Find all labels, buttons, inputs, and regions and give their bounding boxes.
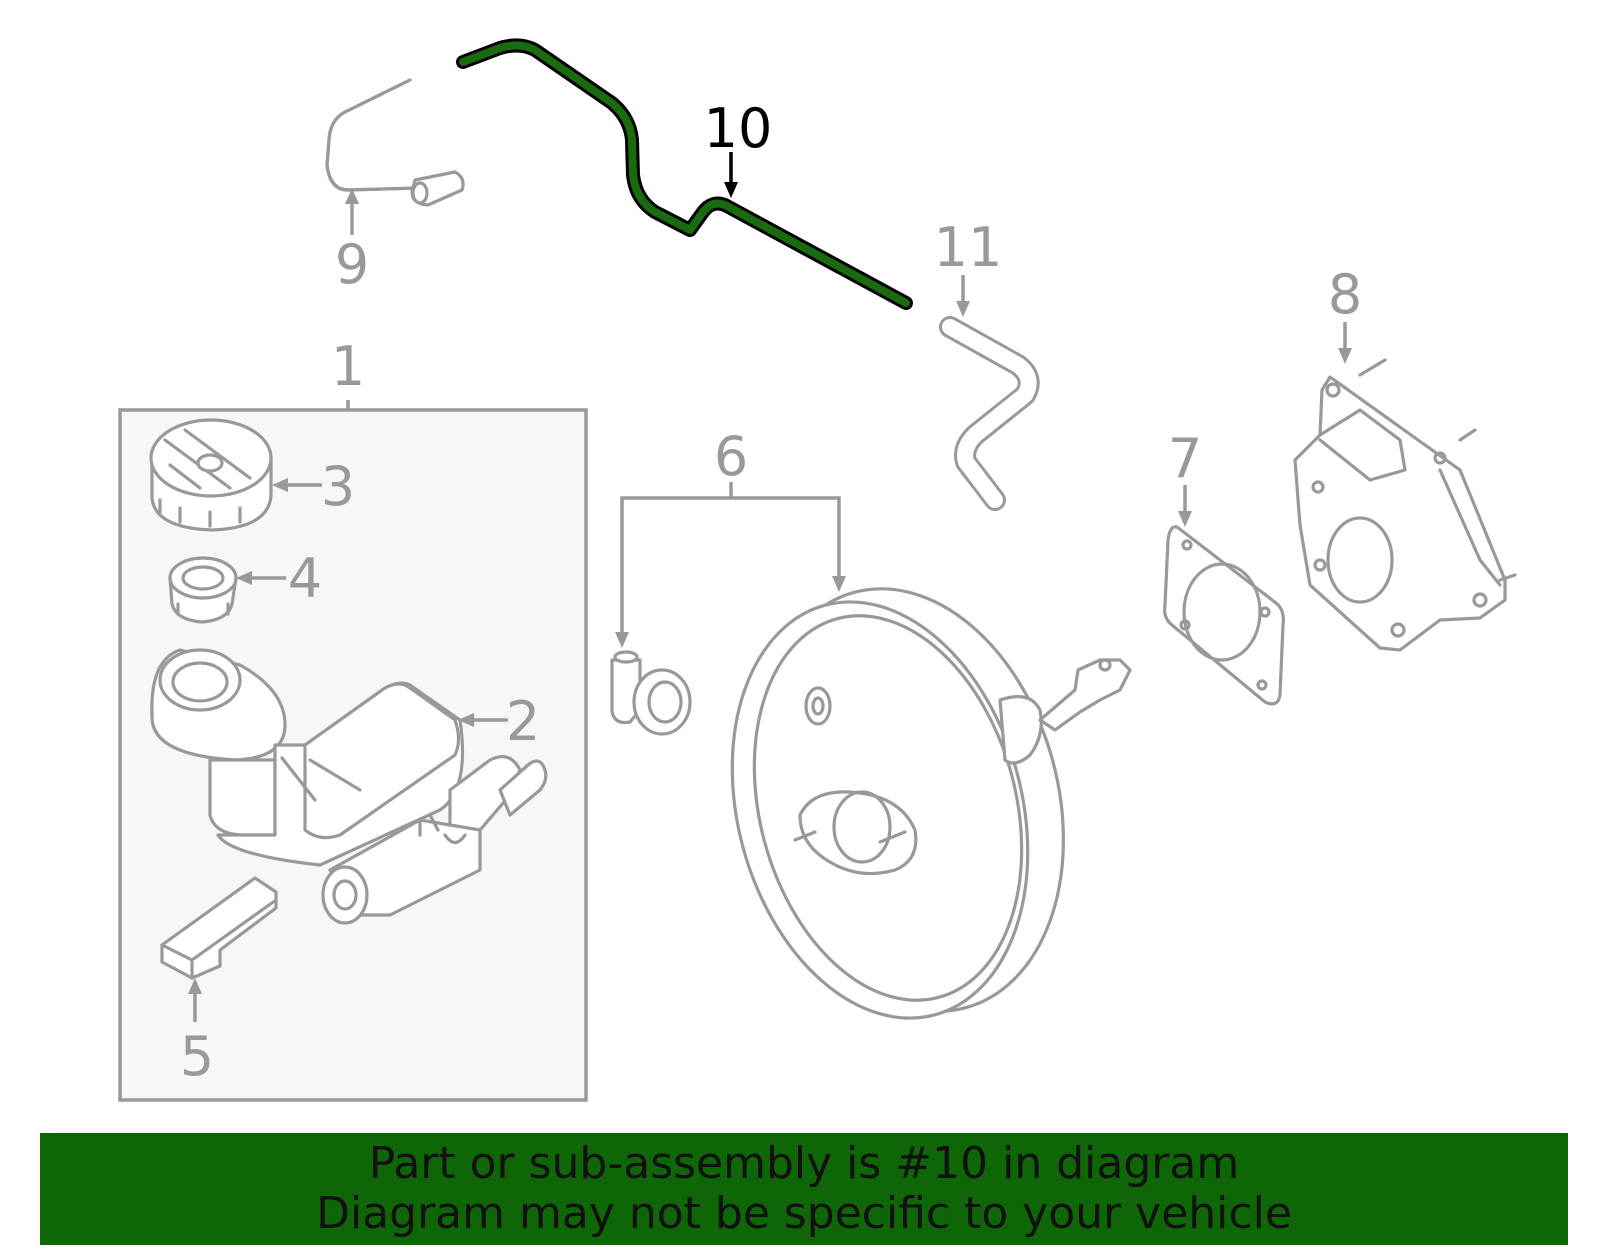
callout-6: 6 bbox=[714, 425, 748, 488]
strainer-part-4 bbox=[168, 556, 238, 624]
reservoir-cap-part-3 bbox=[149, 418, 273, 532]
master-cylinder-part-2 bbox=[150, 648, 548, 925]
check-valve-part-6 bbox=[610, 650, 692, 736]
callout-arrows bbox=[188, 152, 1352, 1022]
info-banner: Part or sub-assembly is #10 in diagram D… bbox=[40, 1133, 1568, 1245]
hose-part-11 bbox=[939, 316, 1040, 511]
callout-5: 5 bbox=[180, 1025, 214, 1088]
banner-line-1: Part or sub-assembly is #10 in diagram bbox=[368, 1138, 1240, 1189]
callout-3: 3 bbox=[321, 455, 355, 518]
callout-4: 4 bbox=[288, 547, 322, 610]
bracket-part-8 bbox=[1293, 358, 1517, 652]
level-sensor-part-5 bbox=[160, 876, 278, 980]
hose-part-9 bbox=[325, 78, 465, 207]
banner-line-2: Diagram may not be specific to your vehi… bbox=[316, 1188, 1292, 1239]
callout-2: 2 bbox=[506, 690, 540, 753]
hose-part-10-highlighted bbox=[456, 38, 913, 310]
callout-11: 11 bbox=[934, 216, 1003, 279]
gasket-part-7 bbox=[1163, 525, 1285, 706]
callout-10: 10 bbox=[704, 97, 773, 160]
callout-1: 1 bbox=[331, 335, 365, 398]
brake-booster-part-6 bbox=[730, 587, 1132, 1020]
callout-8: 8 bbox=[1328, 263, 1362, 326]
callout-9: 9 bbox=[335, 233, 369, 296]
callout-7: 7 bbox=[1168, 427, 1202, 490]
